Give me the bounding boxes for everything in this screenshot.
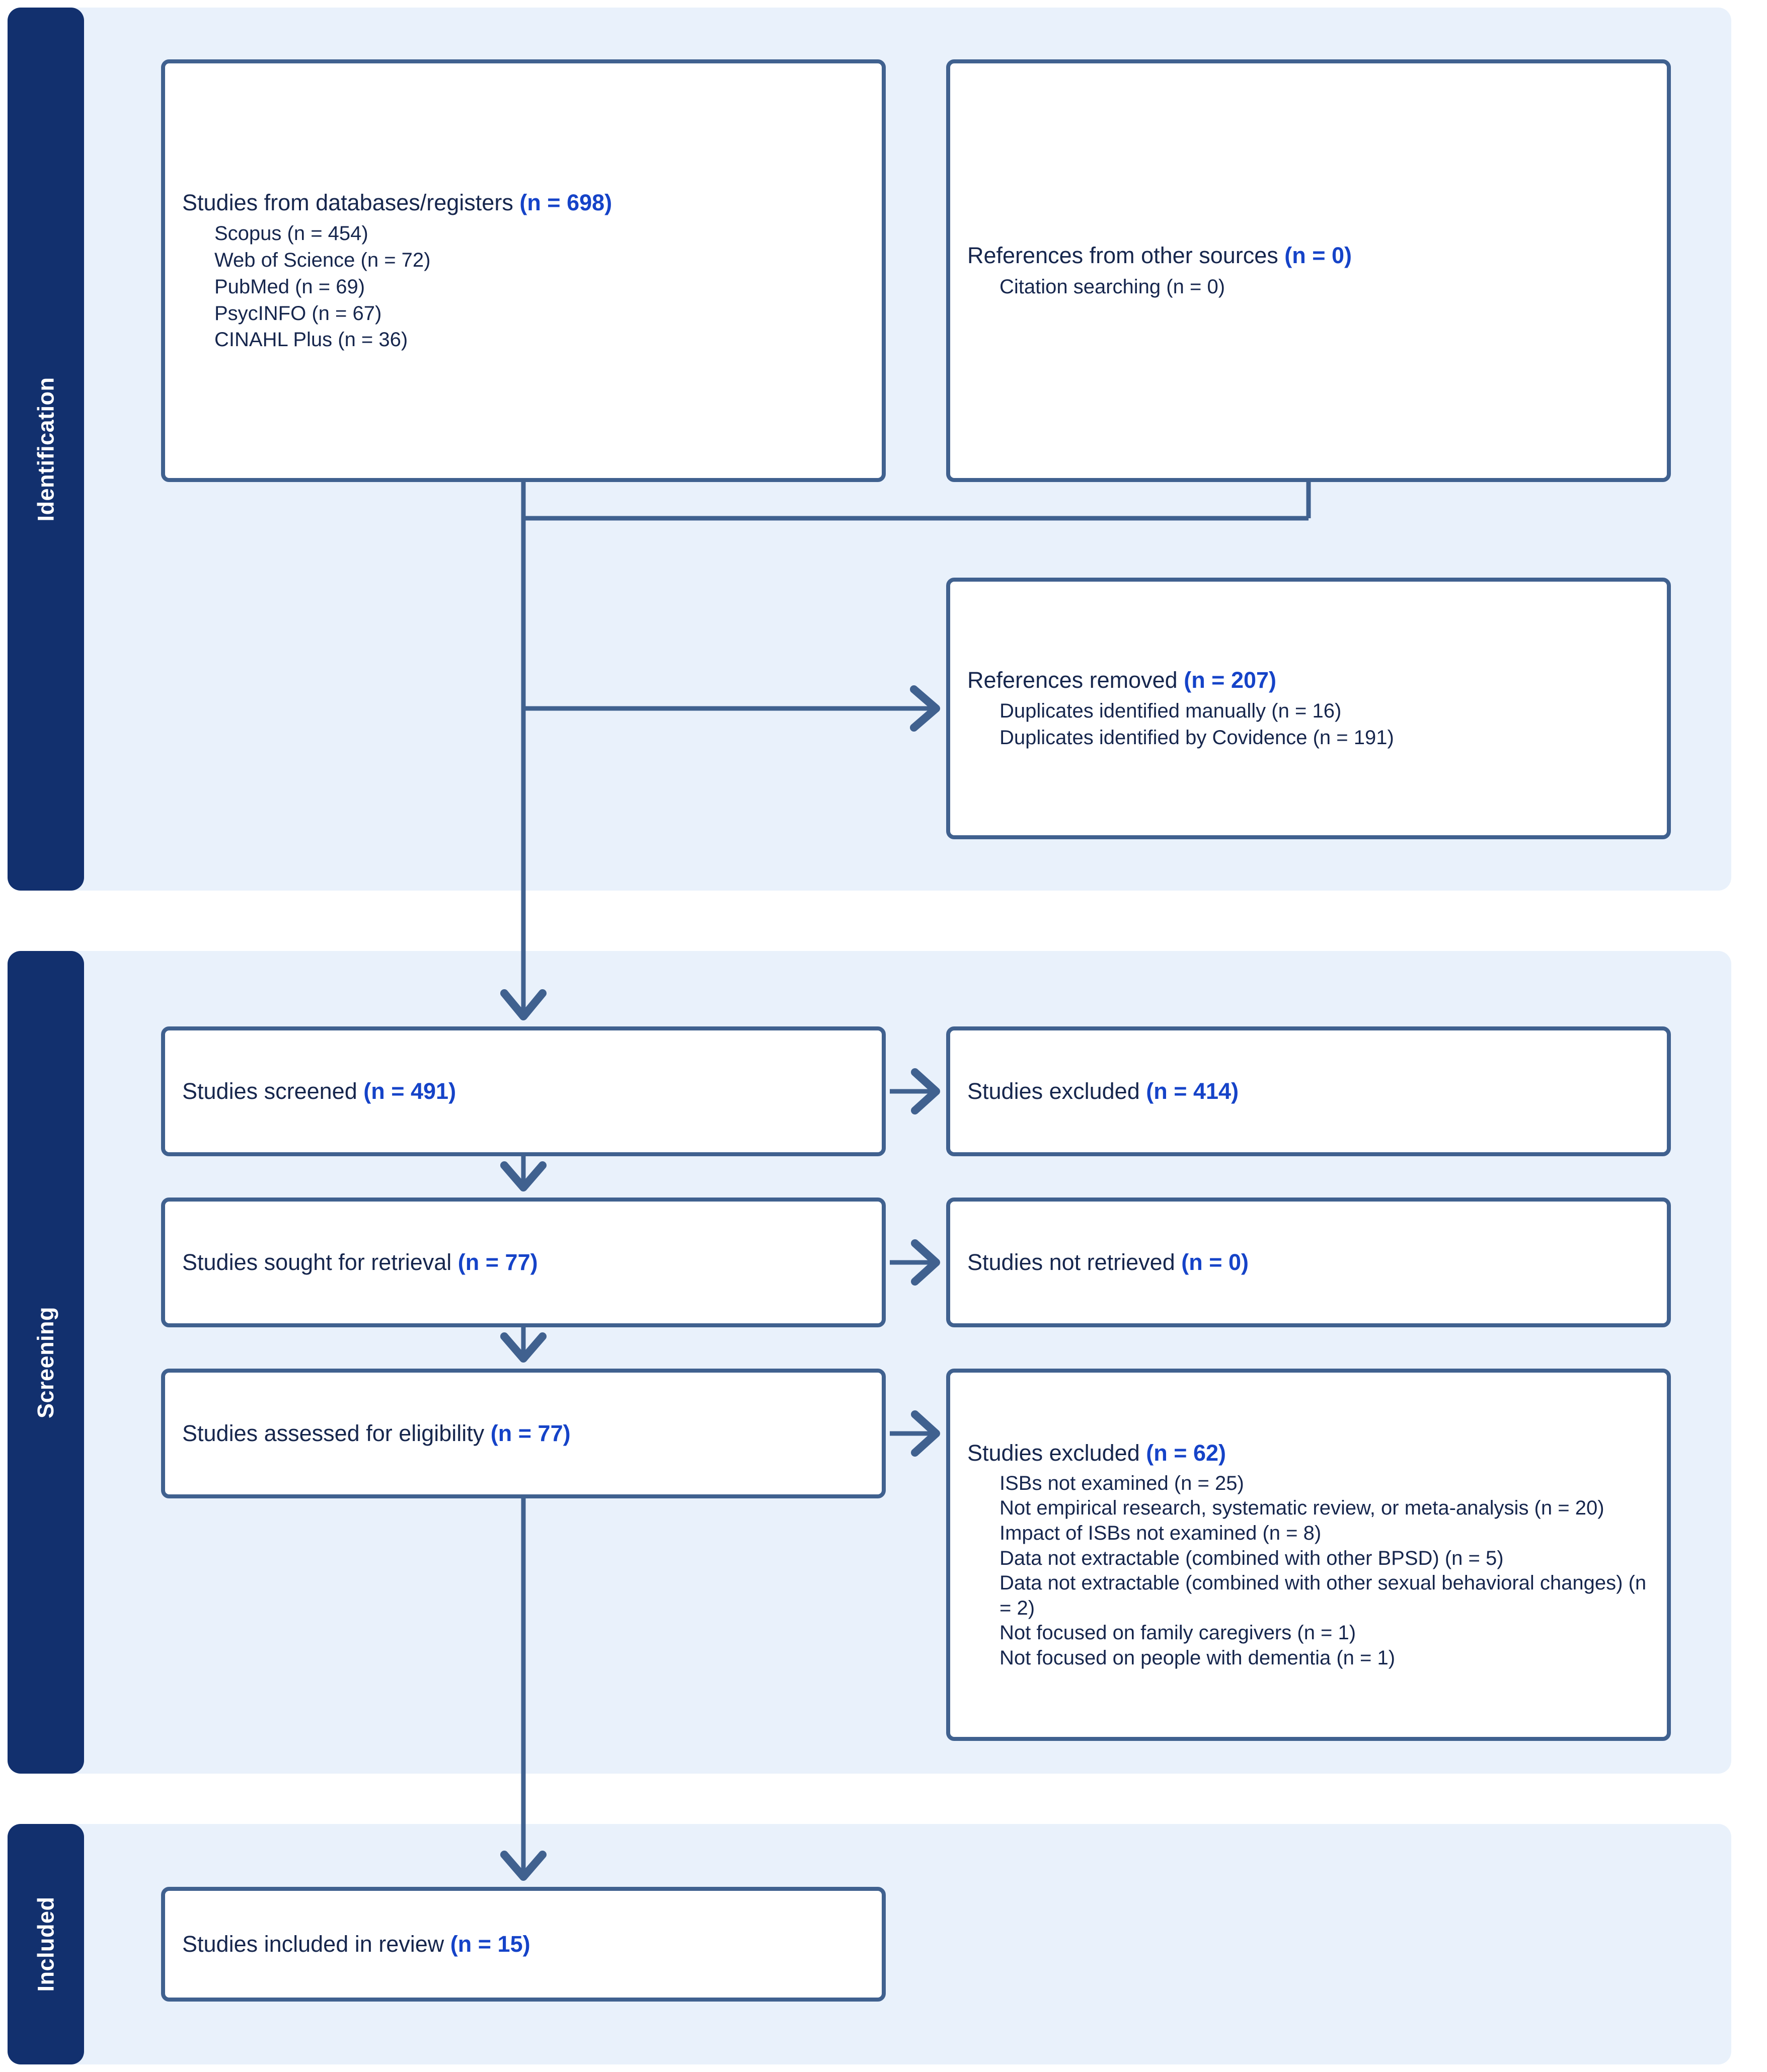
list-item: PubMed (n = 69) <box>214 275 365 298</box>
box-studies-from-databases: Studies from databases/registers (n = 69… <box>161 59 886 482</box>
box-exc62-list: ISBs not examined (n = 25) Not empirical… <box>967 1471 1650 1671</box>
box-studies-excluded-screening: Studies excluded (n = 414) <box>946 1026 1671 1156</box>
box-included-heading-text: Studies included in review <box>182 1931 450 1957</box>
list-item: Scopus (n = 454) <box>214 222 368 245</box>
box-exc62-count: (n = 62) <box>1146 1440 1226 1466</box>
box-sought-heading: Studies sought for retrieval (n = 77) <box>182 1250 865 1275</box>
list-item: Impact of ISBs not examined (n = 8) <box>1000 1522 1322 1545</box>
box-databases-heading-text: Studies from databases/registers <box>182 189 520 215</box>
box-screened-heading-text: Studies screened <box>182 1078 364 1104</box>
box-studies-screened: Studies screened (n = 491) <box>161 1026 886 1156</box>
box-assessed-heading: Studies assessed for eligibility (n = 77… <box>182 1421 865 1446</box>
section-label-included-text: Included <box>33 1896 59 1992</box>
box-databases-heading: Studies from databases/registers (n = 69… <box>182 188 865 218</box>
box-exc414-heading-text: Studies excluded <box>967 1078 1146 1104</box>
list-item: Web of Science (n = 72) <box>214 249 431 272</box>
box-other-count: (n = 0) <box>1284 243 1352 269</box>
box-included-count: (n = 15) <box>450 1931 530 1957</box>
box-other-heading: References from other sources (n = 0) <box>967 241 1650 271</box>
box-removed-count: (n = 207) <box>1184 667 1277 693</box>
box-assessed-count: (n = 77) <box>490 1420 571 1447</box>
box-studies-included-in-review: Studies included in review (n = 15) <box>161 1887 886 2002</box>
box-assessed-heading-text: Studies assessed for eligibility <box>182 1420 491 1447</box>
list-item: ISBs not examined (n = 25) <box>1000 1472 1244 1494</box>
box-sought-count: (n = 77) <box>457 1249 538 1276</box>
box-exc62-heading: Studies excluded (n = 62) <box>967 1439 1650 1468</box>
list-item: Not focused on people with dementia (n =… <box>1000 1647 1396 1669</box>
box-references-removed: References removed (n = 207) Duplicates … <box>946 578 1671 839</box>
box-sought-heading-text: Studies sought for retrieval <box>182 1249 458 1276</box>
section-label-identification-text: Identification <box>33 377 58 521</box>
box-other-heading-text: References from other sources <box>967 243 1285 269</box>
section-label-screening: Screening <box>8 951 84 1774</box>
box-notretr-count: (n = 0) <box>1181 1249 1249 1276</box>
list-item: PsycINFO (n = 67) <box>214 302 382 325</box>
box-references-other-sources: References from other sources (n = 0) Ci… <box>946 59 1671 482</box>
box-exc62-heading-text: Studies excluded <box>967 1440 1146 1466</box>
box-removed-heading: References removed (n = 207) <box>967 666 1650 695</box>
list-item: CINAHL Plus (n = 36) <box>214 329 408 351</box>
box-screened-heading: Studies screened (n = 491) <box>182 1079 865 1104</box>
box-removed-list: Duplicates identified manually (n = 16) … <box>967 698 1650 751</box>
box-exc414-count: (n = 414) <box>1146 1078 1239 1104</box>
section-label-screening-text: Screening <box>33 1306 59 1418</box>
box-other-list: Citation searching (n = 0) <box>967 274 1650 300</box>
list-item: Duplicates identified manually (n = 16) <box>1000 700 1342 723</box>
box-studies-excluded-eligibility: Studies excluded (n = 62) ISBs not exami… <box>946 1369 1671 1741</box>
box-notretr-heading-text: Studies not retrieved <box>967 1249 1182 1276</box>
list-item: Citation searching (n = 0) <box>1000 275 1225 298</box>
list-item: Duplicates identified by Covidence (n = … <box>1000 727 1394 749</box>
list-item: Not focused on family caregivers (n = 1) <box>1000 1622 1356 1644</box>
list-item: Data not extractable (combined with othe… <box>1000 1572 1647 1619</box>
box-databases-list: Scopus (n = 454) Web of Science (n = 72)… <box>182 220 865 353</box>
section-label-identification: Identification <box>8 8 84 891</box>
box-studies-sought-for-retrieval: Studies sought for retrieval (n = 77) <box>161 1198 886 1327</box>
box-screened-count: (n = 491) <box>363 1078 456 1104</box>
section-label-included: Included <box>8 1824 84 2064</box>
box-databases-count: (n = 698) <box>519 189 612 215</box>
list-item: Not empirical research, systematic revie… <box>1000 1497 1604 1520</box>
box-exc414-heading: Studies excluded (n = 414) <box>967 1079 1650 1104</box>
box-studies-not-retrieved: Studies not retrieved (n = 0) <box>946 1198 1671 1327</box>
box-included-heading: Studies included in review (n = 15) <box>182 1932 865 1957</box>
box-studies-assessed-for-eligibility: Studies assessed for eligibility (n = 77… <box>161 1369 886 1498</box>
list-item: Data not extractable (combined with othe… <box>1000 1547 1504 1569</box>
box-notretr-heading: Studies not retrieved (n = 0) <box>967 1250 1650 1275</box>
box-removed-heading-text: References removed <box>967 667 1184 693</box>
